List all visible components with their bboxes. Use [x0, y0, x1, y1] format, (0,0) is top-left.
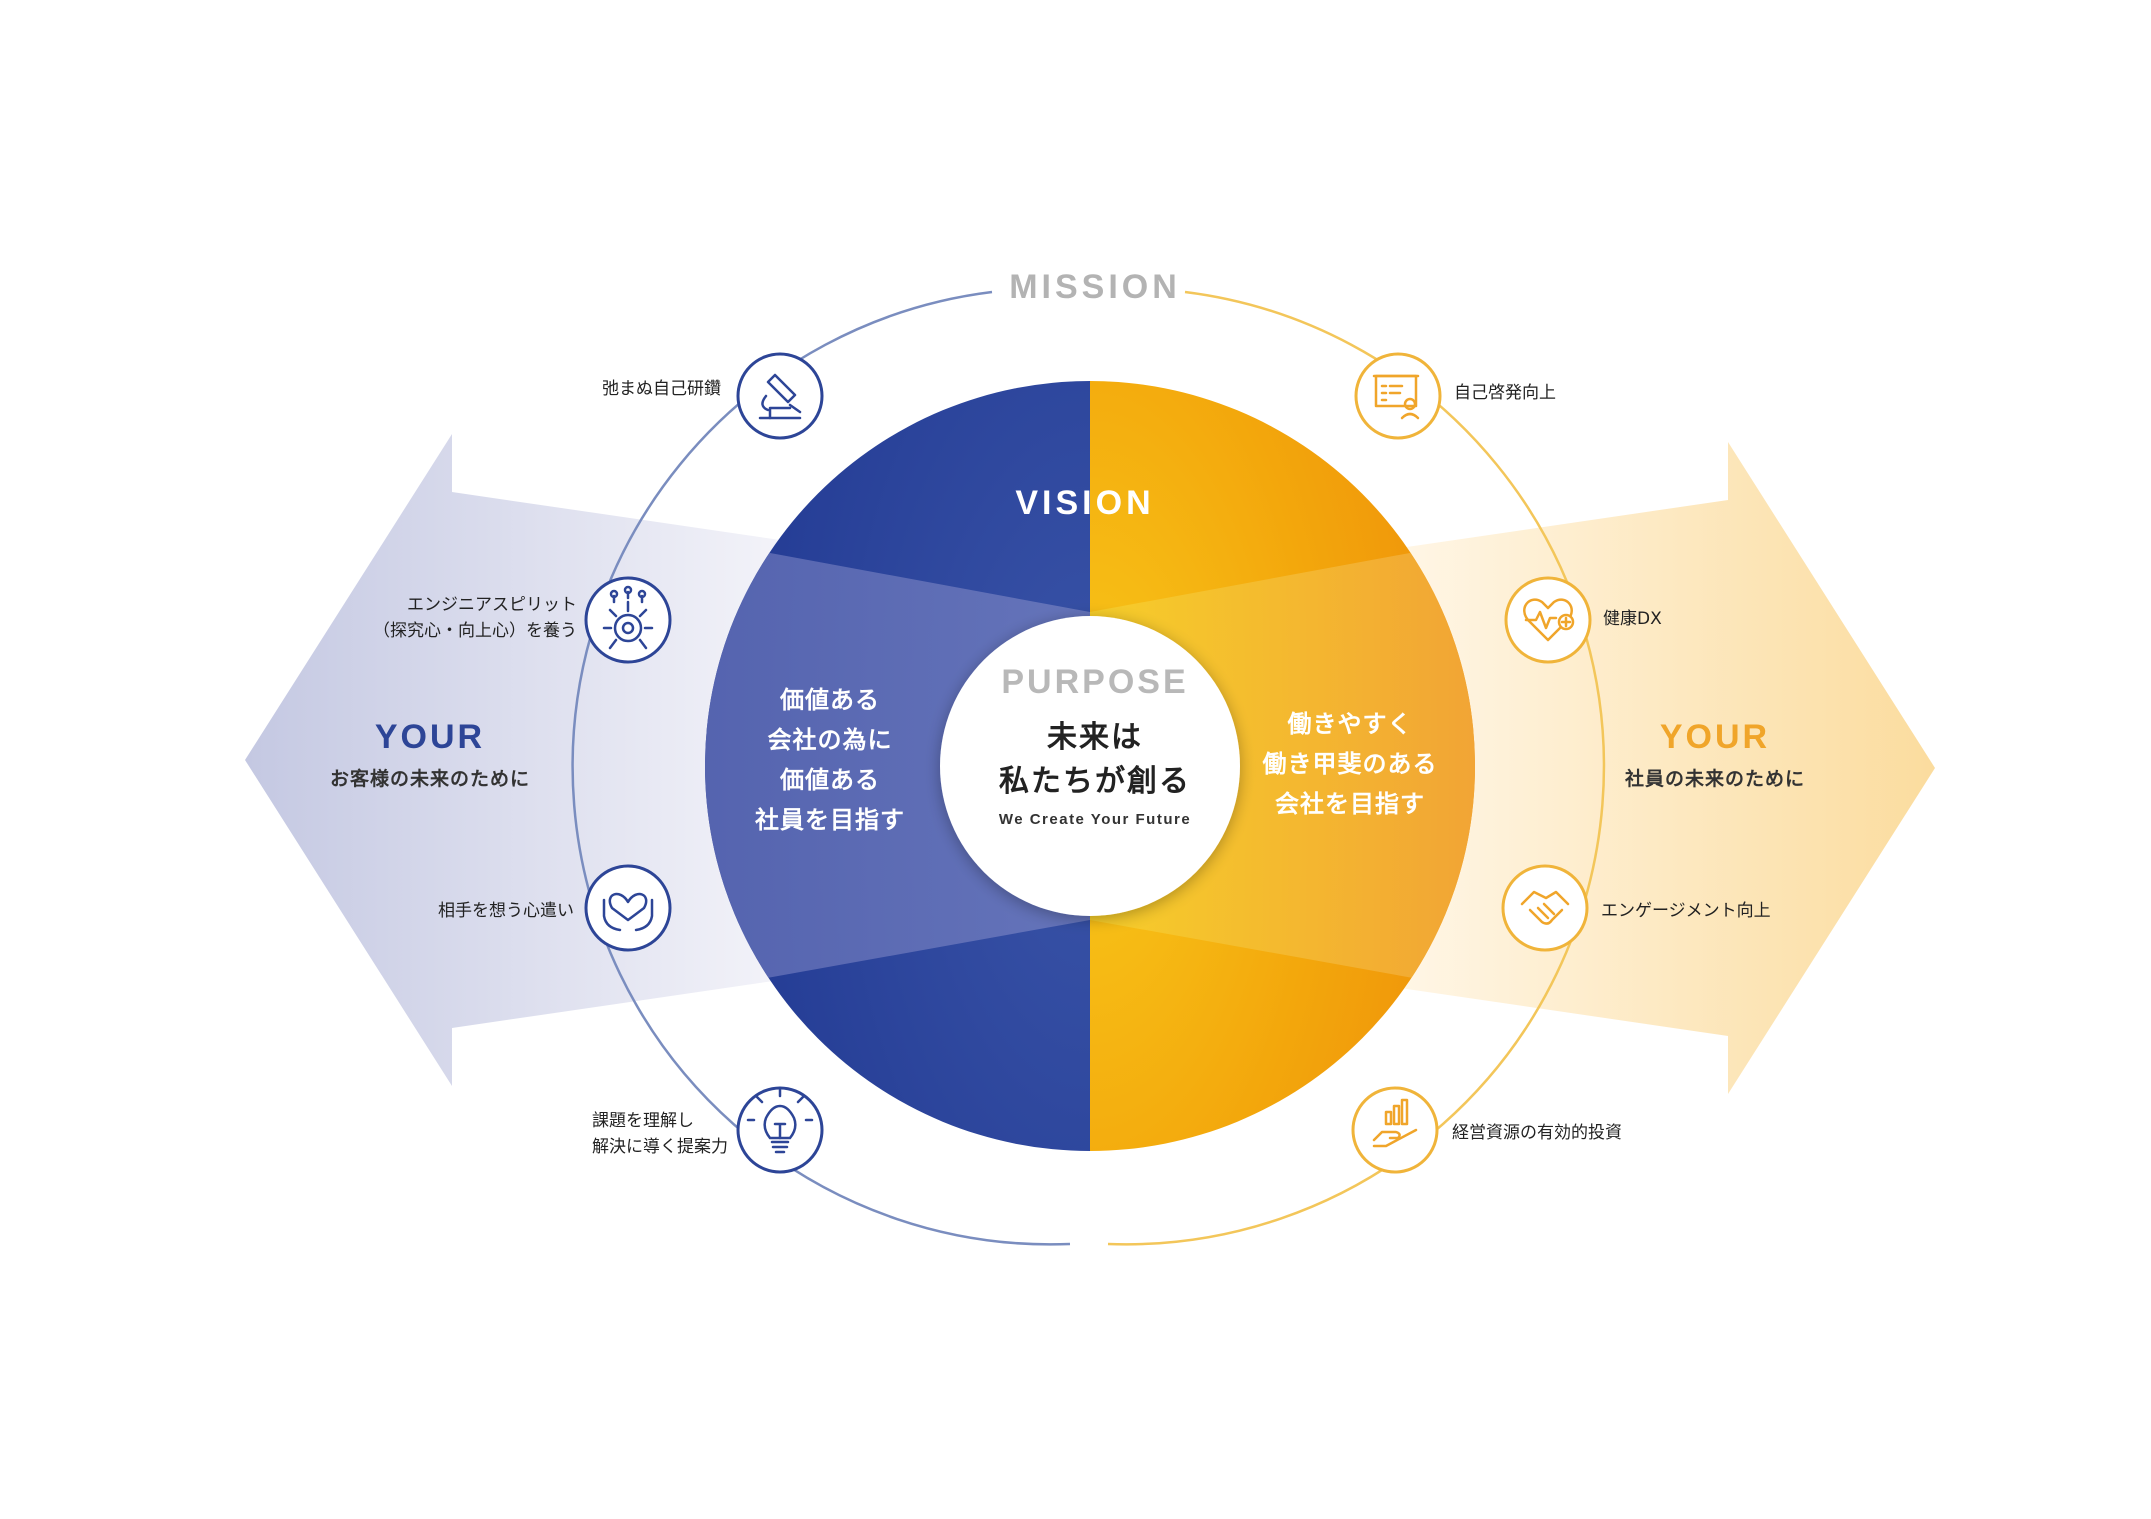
gear-network-badge	[584, 576, 672, 664]
purpose-label: PURPOSE	[1001, 663, 1189, 701]
presentation-board-icon	[1372, 374, 1420, 420]
purpose-line-2: 私たちが創る	[999, 764, 1191, 799]
heart-hands-icon	[602, 892, 654, 932]
right-item-label: エンゲージメント向上	[1601, 901, 1771, 921]
heart-pulse-icon	[1523, 598, 1575, 642]
purpose-line-1: 未来は	[1047, 720, 1143, 755]
right-copy-line: 働き甲斐のある	[1262, 750, 1438, 778]
left-item-label: エンジニアスピリット （探究心・向上心）を養う	[373, 595, 577, 641]
left-arrow-subtitle: お客様の未来のために	[329, 768, 530, 790]
right-arrow-title: YOUR	[1659, 718, 1771, 756]
left-item-label: 相手を想う心遣い	[438, 901, 574, 921]
right-item-label: 健康DX	[1603, 609, 1662, 629]
mission-label: MISSION	[1009, 268, 1181, 306]
hand-chart-icon	[1372, 1098, 1418, 1148]
presentation-board-badge	[1354, 352, 1442, 440]
purpose-center-disc	[940, 616, 1240, 916]
hand-chart-badge	[1351, 1086, 1439, 1174]
left-copy-line: 価値ある	[780, 766, 880, 794]
left-item-label: 弛まぬ自己研鑽	[602, 379, 721, 399]
right-copy-line: 働きやすく	[1287, 710, 1413, 738]
right-vision-copy: 働きやすく 働き甲斐のある 会社を目指す	[1220, 704, 1480, 824]
left-copy-line: 社員を目指す	[755, 806, 905, 834]
handshake-icon	[1520, 890, 1570, 925]
vision-label: VISION	[1015, 484, 1155, 522]
purpose-english: We Create Your Future	[998, 811, 1192, 828]
lightbulb-icon	[746, 1088, 814, 1154]
left-copy-line: 価値ある	[780, 686, 880, 714]
heart-pulse-badge	[1504, 576, 1592, 664]
right-arrow-subtitle: 社員の未来のために	[1624, 768, 1805, 790]
handshake-badge	[1501, 864, 1589, 952]
left-item-label: 課題を理解し 解決に導く提案力	[592, 1111, 728, 1157]
right-item-label: 経営資源の有効的投資	[1452, 1123, 1622, 1143]
gear-network-icon	[602, 585, 654, 650]
heart-hands-badge	[584, 864, 672, 952]
microscope-badge	[736, 352, 824, 440]
purpose-statement: 未来は 私たちが創る	[945, 716, 1245, 804]
right-item-label: 自己啓発向上	[1454, 383, 1556, 403]
left-vision-copy: 価値ある 会社の為に 価値ある 社員を目指す	[700, 680, 960, 840]
right-copy-line: 会社を目指す	[1275, 790, 1425, 818]
left-copy-line: 会社の為に	[767, 726, 893, 754]
lightbulb-badge	[736, 1086, 824, 1174]
left-arrow-title: YOUR	[374, 718, 486, 756]
microscope-icon	[758, 373, 802, 420]
